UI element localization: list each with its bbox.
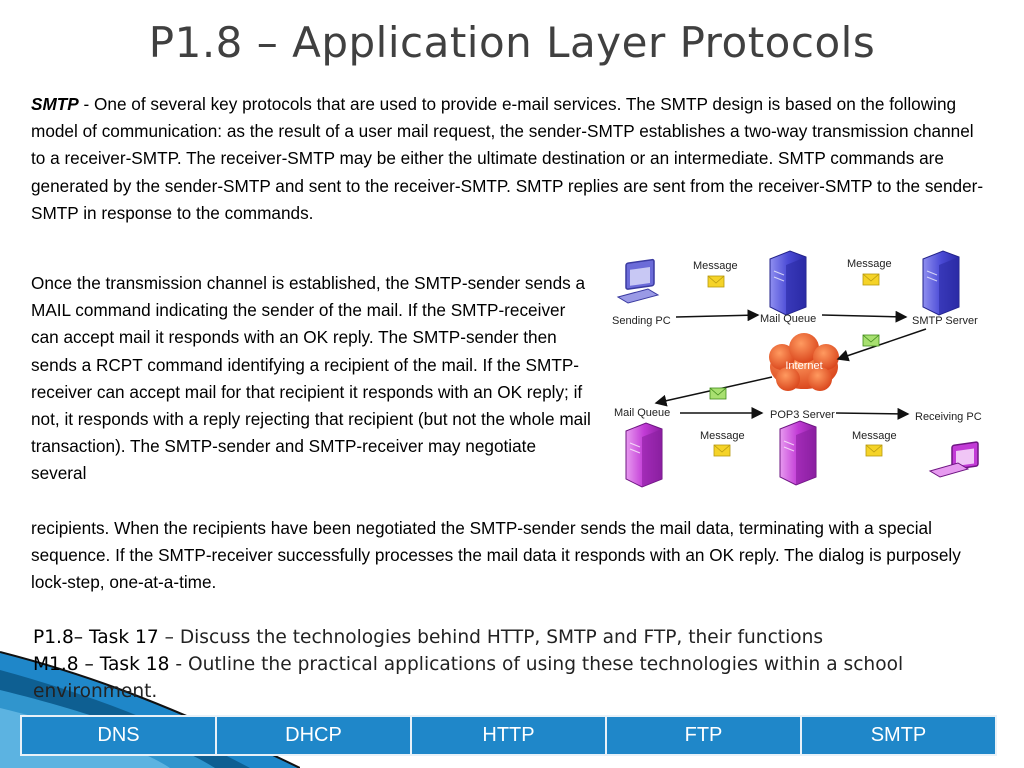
task-18-text: - Outline the practical applications of … <box>33 654 904 702</box>
receiving-pc-label: Receiving PC <box>915 411 982 423</box>
arrow-send-to-queue <box>675 309 760 322</box>
table-row: DNS DHCP HTTP FTP SMTP <box>20 715 997 756</box>
internet-label: Internet <box>785 360 822 372</box>
arrow-pop3-to-receiving <box>835 407 910 420</box>
mail-queue-bottom-label: Mail Queue <box>614 407 670 419</box>
envelope-icon <box>862 273 880 286</box>
protocol-cell-ftp: FTP <box>605 715 802 756</box>
message-label-2: Message <box>847 258 892 270</box>
receiving-pc-icon <box>928 441 979 478</box>
smtp-description: - One of several key protocols that are … <box>31 94 984 223</box>
message-label-3: Message <box>700 430 745 442</box>
arrow-queue-to-smtp <box>821 310 908 323</box>
task-18-label: M1.8 – Task 18 <box>33 654 170 675</box>
session-paragraph-bottom: recipients. When the recipients have bee… <box>31 518 961 593</box>
smtp-server-icon <box>922 250 960 316</box>
protocol-cell-smtp: SMTP <box>800 715 997 756</box>
mail-queue-server-icon <box>769 250 807 316</box>
protocol-cell-dns: DNS <box>20 715 217 756</box>
tasks-section: P1.8– Task 17 – Discuss the technologies… <box>33 624 993 705</box>
protocol-cell-dhcp: DHCP <box>215 715 412 756</box>
pop3-server-icon <box>779 420 817 486</box>
envelope-icon <box>707 275 725 288</box>
sending-pc-label: Sending PC <box>612 315 671 327</box>
protocol-cell-http: HTTP <box>410 715 607 756</box>
envelope-icon <box>713 444 731 457</box>
envelope-icon <box>865 444 883 457</box>
smtp-term: SMTP <box>31 94 79 114</box>
task-17: P1.8– Task 17 – Discuss the technologies… <box>33 624 993 651</box>
slide-title: P1.8 – Application Layer Protocols <box>148 18 876 67</box>
session-paragraph-top: Once the transmission channel is establi… <box>31 273 591 484</box>
mail-queue-server-icon <box>625 422 663 488</box>
message-label-1: Message <box>693 260 738 272</box>
green-envelope-icon <box>862 334 880 347</box>
internet-cloud-icon <box>769 333 839 391</box>
task-18: M1.8 – Task 18 - Outline the practical a… <box>33 651 993 705</box>
task-17-text: – Discuss the technologies behind HTTP, … <box>158 627 824 648</box>
smtp-flow-diagram: Sending PC Mail Queue SMTP Server Messag… <box>612 250 982 488</box>
task-17-label: P1.8– Task 17 <box>33 627 159 648</box>
smtp-paragraph: SMTP - One of several key protocols that… <box>31 91 991 227</box>
protocol-table: DNS DHCP HTTP FTP SMTP <box>20 715 997 756</box>
green-envelope-icon <box>709 387 727 400</box>
message-label-4: Message <box>852 430 897 442</box>
smtp-server-label: SMTP Server <box>912 315 978 327</box>
mail-queue-top-label: Mail Queue <box>760 313 816 325</box>
pop3-server-label: POP3 Server <box>770 409 835 421</box>
arrow-smtp-to-internet <box>836 328 927 362</box>
sending-pc-icon <box>616 258 660 304</box>
